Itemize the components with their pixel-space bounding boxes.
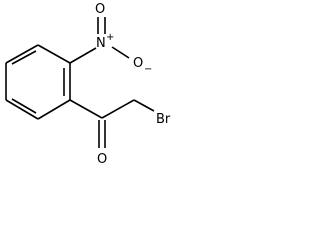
ring-to-carbonyl-bond: [69, 99, 103, 119]
bromoacetyl-group: O Br: [69, 99, 171, 167]
ring-bond-6: [5, 44, 39, 64]
ring-double-bond-3: [11, 50, 37, 65]
ring-bond-3: [37, 99, 71, 120]
ring-double-bond-2: [11, 98, 37, 114]
ring-to-nitrogen-bond: [69, 47, 97, 64]
nitro-oxygen-right-label: O: [133, 56, 143, 71]
nitro-group: O N + O −: [69, 2, 152, 75]
bromine-label: Br: [156, 112, 171, 127]
carbonyl-oxygen-label: O: [97, 152, 107, 167]
ring-bond-4: [5, 99, 39, 120]
nitro-oxygen-top-label: O: [95, 2, 105, 17]
chemical-structure: O N + O − O Br: [5, 2, 171, 167]
nitrogen-oxygen-single-bond: [111, 46, 130, 59]
nitro-nitrogen-label: N: [96, 36, 106, 51]
benzene-ring: [5, 44, 71, 120]
nitro-nitrogen-charge: +: [106, 32, 114, 43]
carbonyl-to-methylene-bond: [101, 99, 135, 119]
nitro-oxygen-right-charge: −: [144, 64, 152, 75]
ring-bond-1: [37, 44, 71, 64]
methylene-to-bromine-bond: [133, 99, 155, 112]
